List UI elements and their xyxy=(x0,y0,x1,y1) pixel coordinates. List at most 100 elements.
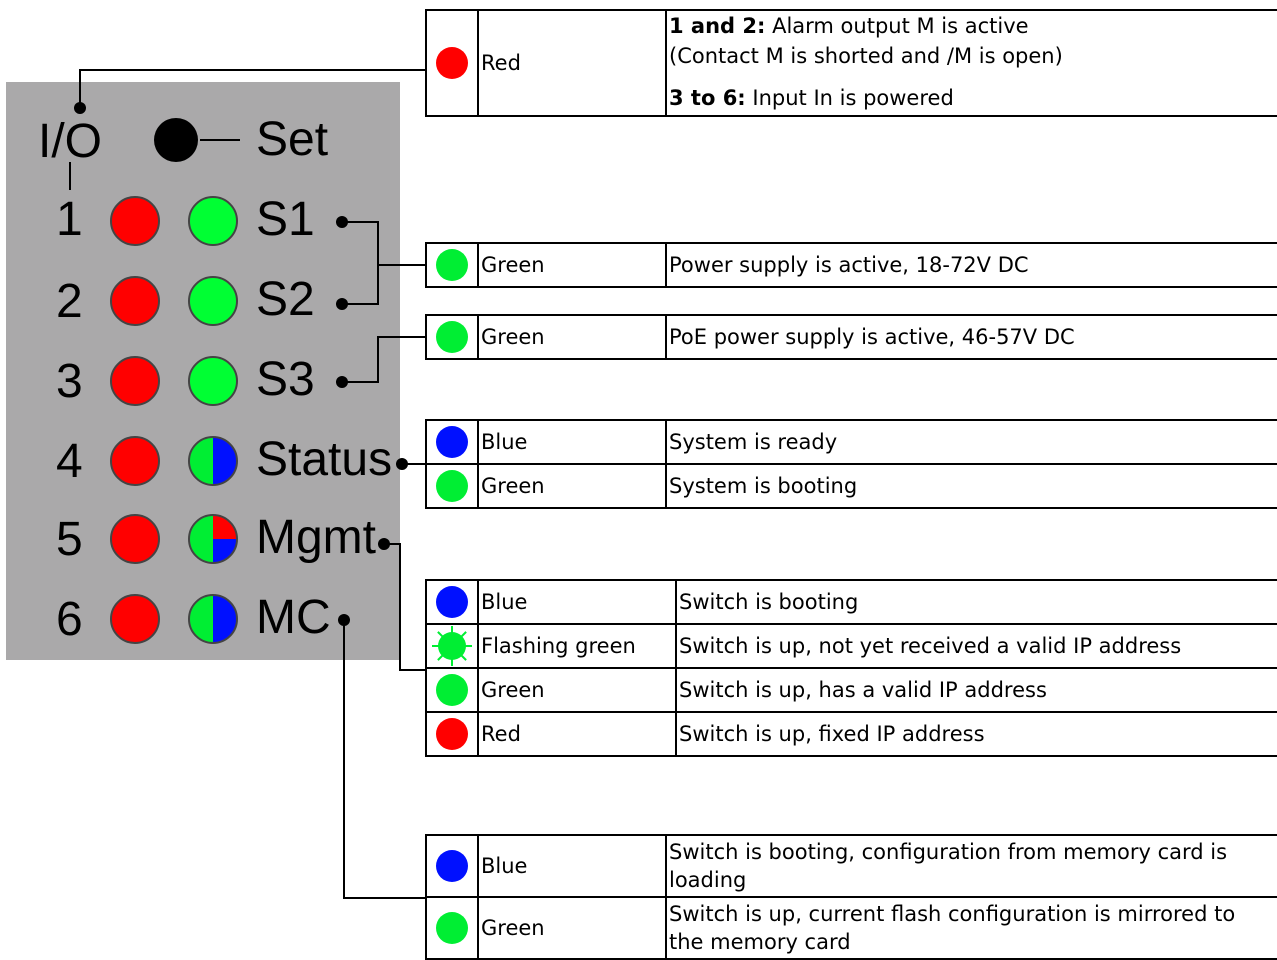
io-contact-note: (Contact M is shorted and /M is open) xyxy=(669,44,1063,68)
legend-description: Switch is booting xyxy=(675,579,1277,625)
io-range-1-2: 1 and 2: xyxy=(669,14,766,38)
legend-color: Green xyxy=(477,896,667,960)
table-row: Green Power supply is active, 18-72V DC xyxy=(425,242,1277,288)
io-led-3 xyxy=(110,356,160,406)
s1-connector-dot xyxy=(336,216,348,228)
table-row: Blue Switch is booting, configuration fr… xyxy=(425,834,1277,898)
legend-description: 1 and 2: Alarm output M is active (Conta… xyxy=(665,9,1277,117)
s1-s2-legend-table: Green Power supply is active, 18-72V DC xyxy=(425,242,1277,288)
legend-indicator xyxy=(425,242,479,288)
table-row: Green Switch is up, has a valid IP addre… xyxy=(425,667,1277,713)
legend-indicator xyxy=(425,667,479,713)
io-led-6 xyxy=(110,594,160,644)
red-indicator-icon xyxy=(436,718,468,750)
s1-label: S1 xyxy=(256,193,315,246)
mgmt-connector-dot xyxy=(378,538,390,550)
s1-led xyxy=(188,196,238,246)
legend-description: System is booting xyxy=(665,463,1277,509)
set-button-dot xyxy=(154,118,198,162)
s3-connector-dot xyxy=(336,376,348,388)
legend-color: Blue xyxy=(477,834,667,898)
legend-color: Red xyxy=(477,711,677,757)
legend-indicator xyxy=(425,711,479,757)
legend-color: Green xyxy=(477,242,667,288)
legend-description: Switch is booting, configuration from me… xyxy=(665,834,1277,898)
legend-color: Blue xyxy=(477,419,667,465)
io-connector-dot xyxy=(74,102,86,114)
legend-indicator xyxy=(425,834,479,898)
green-indicator-icon xyxy=(436,249,468,281)
green-indicator-icon xyxy=(436,470,468,502)
blue-indicator-icon xyxy=(436,586,468,618)
led-row-number-3: 3 xyxy=(56,355,83,408)
s2-connector-dot xyxy=(336,298,348,310)
legend-description: Switch is up, current flash configuratio… xyxy=(665,896,1277,960)
led-row-number-2: 2 xyxy=(56,275,83,328)
s2-label: S2 xyxy=(256,273,315,326)
mc-legend-table: Blue Switch is booting, configuration fr… xyxy=(425,834,1277,960)
flashing-green-indicator-icon xyxy=(432,626,472,666)
table-row: Red 1 and 2: Alarm output M is active (C… xyxy=(425,9,1277,117)
status-led xyxy=(188,436,238,486)
io-led-5 xyxy=(110,514,160,564)
legend-description: Switch is up, not yet received a valid I… xyxy=(675,623,1277,669)
table-row: Flashing green Switch is up, not yet rec… xyxy=(425,623,1277,669)
green-indicator-icon xyxy=(436,321,468,353)
status-legend-table: Blue System is ready Green System is boo… xyxy=(425,419,1277,509)
mgmt-label: Mgmt xyxy=(256,511,376,564)
io-range-3-6-text: Input In is powered xyxy=(745,86,954,110)
blue-indicator-icon xyxy=(436,850,468,882)
legend-color: Green xyxy=(477,314,667,360)
io-led-1 xyxy=(110,196,160,246)
table-row: Red Switch is up, fixed IP address xyxy=(425,711,1277,757)
legend-indicator xyxy=(425,623,479,669)
legend-indicator xyxy=(425,314,479,360)
green-indicator-icon xyxy=(436,674,468,706)
legend-description: Switch is up, fixed IP address xyxy=(675,711,1277,757)
io-led-2 xyxy=(110,276,160,326)
led-row-number-1: 1 xyxy=(56,193,83,246)
mgmt-led xyxy=(188,514,238,564)
status-connector-dot xyxy=(396,458,408,470)
legend-color: Flashing green xyxy=(477,623,677,669)
legend-description: System is ready xyxy=(665,419,1277,465)
led-row-number-4: 4 xyxy=(56,435,83,488)
legend-indicator xyxy=(425,419,479,465)
mc-label: MC xyxy=(256,591,331,644)
legend-description: PoE power supply is active, 46-57V DC xyxy=(665,314,1277,360)
legend-description: Switch is up, has a valid IP address xyxy=(675,667,1277,713)
table-row: Green Switch is up, current flash config… xyxy=(425,896,1277,960)
io-legend-table: Red 1 and 2: Alarm output M is active (C… xyxy=(425,9,1277,117)
mgmt-legend-table: Blue Switch is booting Flashing green Sw… xyxy=(425,579,1277,757)
mc-connector xyxy=(343,620,426,899)
io-range-1-2-text: Alarm output M is active xyxy=(765,14,1029,38)
legend-color: Green xyxy=(477,463,667,509)
io-range-3-6: 3 to 6: xyxy=(669,86,746,110)
led-row-number-5: 5 xyxy=(56,513,83,566)
led-row-number-6: 6 xyxy=(56,593,83,646)
red-indicator-icon xyxy=(436,47,468,79)
table-row: Green System is booting xyxy=(425,463,1277,509)
io-led-4 xyxy=(110,436,160,486)
mc-connector-dot xyxy=(338,614,350,626)
mc-led xyxy=(188,594,238,644)
status-label: Status xyxy=(256,433,393,486)
table-row: Blue System is ready xyxy=(425,419,1277,465)
green-indicator-icon xyxy=(436,912,468,944)
table-row: Green PoE power supply is active, 46-57V… xyxy=(425,314,1277,360)
legend-indicator xyxy=(425,579,479,625)
s3-led xyxy=(188,356,238,406)
s3-legend-table: Green PoE power supply is active, 46-57V… xyxy=(425,314,1277,360)
legend-description: Power supply is active, 18-72V DC xyxy=(665,242,1277,288)
legend-color: Red xyxy=(477,9,667,117)
s2-led xyxy=(188,276,238,326)
s3-label: S3 xyxy=(256,353,315,406)
blue-indicator-icon xyxy=(436,426,468,458)
legend-indicator xyxy=(425,896,479,960)
set-label: Set xyxy=(256,113,329,166)
legend-color: Blue xyxy=(477,579,677,625)
table-row: Blue Switch is booting xyxy=(425,579,1277,625)
legend-indicator xyxy=(425,463,479,509)
io-label: I/O xyxy=(38,115,103,168)
legend-indicator xyxy=(425,9,479,117)
